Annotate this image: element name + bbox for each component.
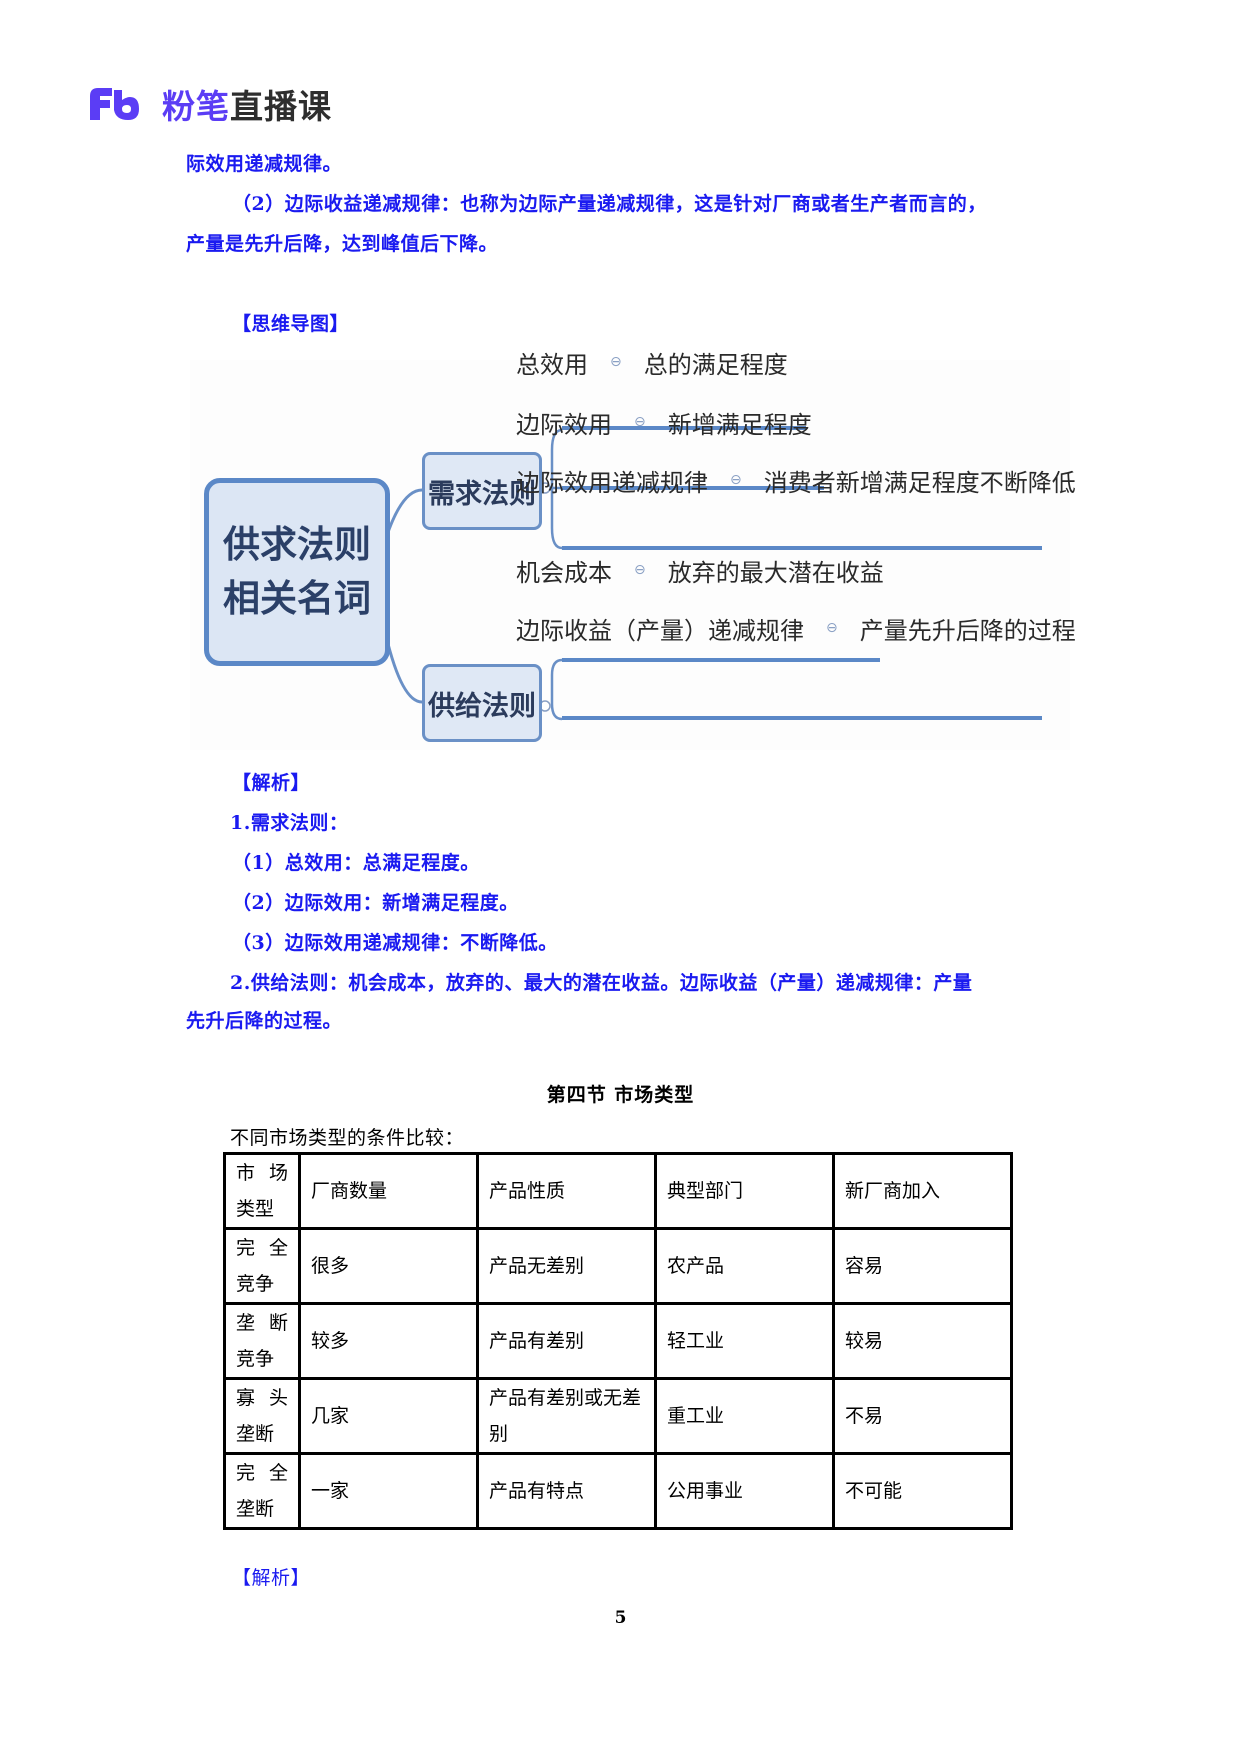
root-label-line1: 供求法则 (223, 523, 371, 566)
collapse-icon: ⊖ (634, 562, 646, 578)
leaf-underline (562, 486, 824, 490)
cell-text: 垄断 (236, 1498, 275, 1520)
mindmap-leaf: 机会成本 ⊖ 放弃的最大潜在收益 (516, 542, 884, 598)
leaf-definition: 总的满足程度 (643, 350, 788, 379)
header-text: 类型 (236, 1198, 275, 1220)
leaf-definition: 新增满足程度 (667, 410, 812, 439)
cell-text: 寡 头 (236, 1387, 288, 1409)
mindmap-heading: 【思维导图】 (232, 313, 350, 335)
paragraph-line: （2）边际收益递减规律：也称为边际产量递减规律，这是针对厂商或者生产者而言的， (232, 193, 987, 215)
paragraph-line: 际效用递减规律。 (186, 153, 343, 175)
table-cell: 一家 (298, 1452, 479, 1530)
cell-text: 垄 断 (236, 1312, 288, 1334)
analysis-heading: 【解析】 (232, 772, 311, 794)
analysis-line: （1）总效用：总满足程度。 (232, 852, 480, 874)
table-cell: 较多 (298, 1302, 479, 1380)
leaf-definition: 产量先升后降的过程 (859, 616, 1076, 645)
leaf-term: 边际效用递减规律 (516, 468, 708, 497)
table-cell: 较易 (832, 1302, 1013, 1380)
fb-logo-icon (90, 88, 139, 120)
analysis-line: 1.需求法则： (230, 812, 349, 834)
analysis-line: 先升后降的过程。 (186, 1010, 343, 1032)
page-number: 5 (614, 1608, 627, 1628)
leaf-term: 边际收益（产量）递减规律 (516, 616, 804, 645)
cell-text: 竞争 (236, 1348, 275, 1370)
table-row: 完 全垄断 一家 产品有特点 公用事业 不可能 (223, 1452, 1013, 1530)
section-intro: 不同市场类型的条件比较： (230, 1127, 465, 1149)
mindmap-root-node: 供求法则 相关名词 (204, 478, 390, 666)
analysis-line: 2.供给法则：机会成本，放弃的、最大的潜在收益。边际收益（产量）递减规律：产量 (230, 972, 973, 994)
market-types-table: 市 场类型 厂商数量 产品性质 典型部门 新厂商加入 完 全竞争 很多 产品无差… (223, 1152, 1013, 1530)
leaf-definition: 放弃的最大潜在收益 (667, 558, 884, 587)
cell-text: 竞争 (236, 1273, 275, 1295)
table-header-cell: 典型部门 (654, 1152, 835, 1230)
collapse-icon: ⊖ (634, 414, 646, 430)
leaf-underline (562, 658, 880, 662)
table-header-cell: 产品性质 (476, 1152, 657, 1230)
table-cell: 产品有特点 (476, 1452, 657, 1530)
collapse-icon: ⊖ (826, 620, 838, 636)
table-cell: 不可能 (832, 1452, 1013, 1530)
root-label-line2: 相关名词 (223, 577, 371, 620)
leaf-underline (562, 716, 1042, 720)
collapse-icon: ⊖ (610, 354, 622, 370)
table-cell: 不易 (832, 1377, 1013, 1455)
table-header-cell: 新厂商加入 (832, 1152, 1013, 1230)
table-row: 寡 头垄断 几家 产品有差别或无差别 重工业 不易 (223, 1377, 1013, 1455)
header-text: 市 场 (236, 1162, 288, 1184)
table-cell: 重工业 (654, 1377, 835, 1455)
mindmap-leaf: 总效用 ⊖ 总的满足程度 (516, 334, 788, 390)
table-cell: 产品有差别 (476, 1302, 657, 1380)
table-cell: 轻工业 (654, 1302, 835, 1380)
table-row: 垄 断竞争 较多 产品有差别 轻工业 较易 (223, 1302, 1013, 1380)
table-cell-type: 寡 头垄断 (223, 1377, 301, 1455)
table-header-cell: 厂商数量 (298, 1152, 479, 1230)
analysis-line: （3）边际效用递减规律：不断降低。 (232, 932, 558, 954)
mindmap-node-demand: 需求法则 (422, 452, 542, 530)
table-cell: 产品无差别 (476, 1227, 657, 1305)
leaf-underline (562, 546, 1042, 550)
brand-title: 粉笔 (162, 87, 230, 126)
cell-text: 完 全 (236, 1462, 288, 1484)
mind-map: 供求法则 相关名词 需求法则 供给法则 总效用 ⊖ 总的满足程度 边际效用 ⊖ … (190, 351, 1076, 750)
leaf-underline (562, 426, 806, 430)
table-cell: 产品有差别或无差别 (476, 1377, 657, 1455)
table-cell: 几家 (298, 1377, 479, 1455)
product-title: 直播课 (230, 87, 332, 126)
paragraph-line: 产量是先升后降，达到峰值后下降。 (186, 233, 499, 255)
table-cell-type: 完 全垄断 (223, 1452, 301, 1530)
brand-logo: 粉笔直播课 (88, 84, 332, 126)
mindmap-leaf: 边际效用 ⊖ 新增满足程度 (516, 394, 812, 450)
brand-name: 粉笔直播课 (162, 80, 332, 128)
leaf-term: 机会成本 (516, 558, 612, 587)
section-title: 第四节 市场类型 (546, 1084, 695, 1106)
cell-text: 垄断 (236, 1423, 275, 1445)
leaf-term: 总效用 (516, 350, 588, 379)
leaf-term: 边际效用 (516, 410, 612, 439)
table-row: 完 全竞争 很多 产品无差别 农产品 容易 (223, 1227, 1013, 1305)
table-cell-type: 完 全竞争 (223, 1227, 301, 1305)
analysis-heading: 【解析】 (232, 1567, 311, 1589)
table-cell-type: 垄 断竞争 (223, 1302, 301, 1380)
cell-text: 完 全 (236, 1237, 288, 1259)
table-cell: 容易 (832, 1227, 1013, 1305)
table-cell: 农产品 (654, 1227, 835, 1305)
mindmap-leaf: 边际效用递减规律 ⊖ 消费者新增满足程度不断降低 (516, 452, 1076, 508)
table-cell: 很多 (298, 1227, 479, 1305)
mindmap-node-supply: 供给法则 (422, 664, 542, 742)
mindmap-leaf: 边际收益（产量）递减规律 ⊖ 产量先升后降的过程 (516, 600, 1076, 656)
table-header-cell: 市 场类型 (223, 1152, 301, 1230)
analysis-line: （2）边际效用：新增满足程度。 (232, 892, 519, 914)
collapse-icon: ⊖ (730, 472, 742, 488)
leaf-definition: 消费者新增满足程度不断降低 (763, 468, 1076, 497)
table-cell: 公用事业 (654, 1452, 835, 1530)
table-header-row: 市 场类型 厂商数量 产品性质 典型部门 新厂商加入 (223, 1152, 1013, 1230)
